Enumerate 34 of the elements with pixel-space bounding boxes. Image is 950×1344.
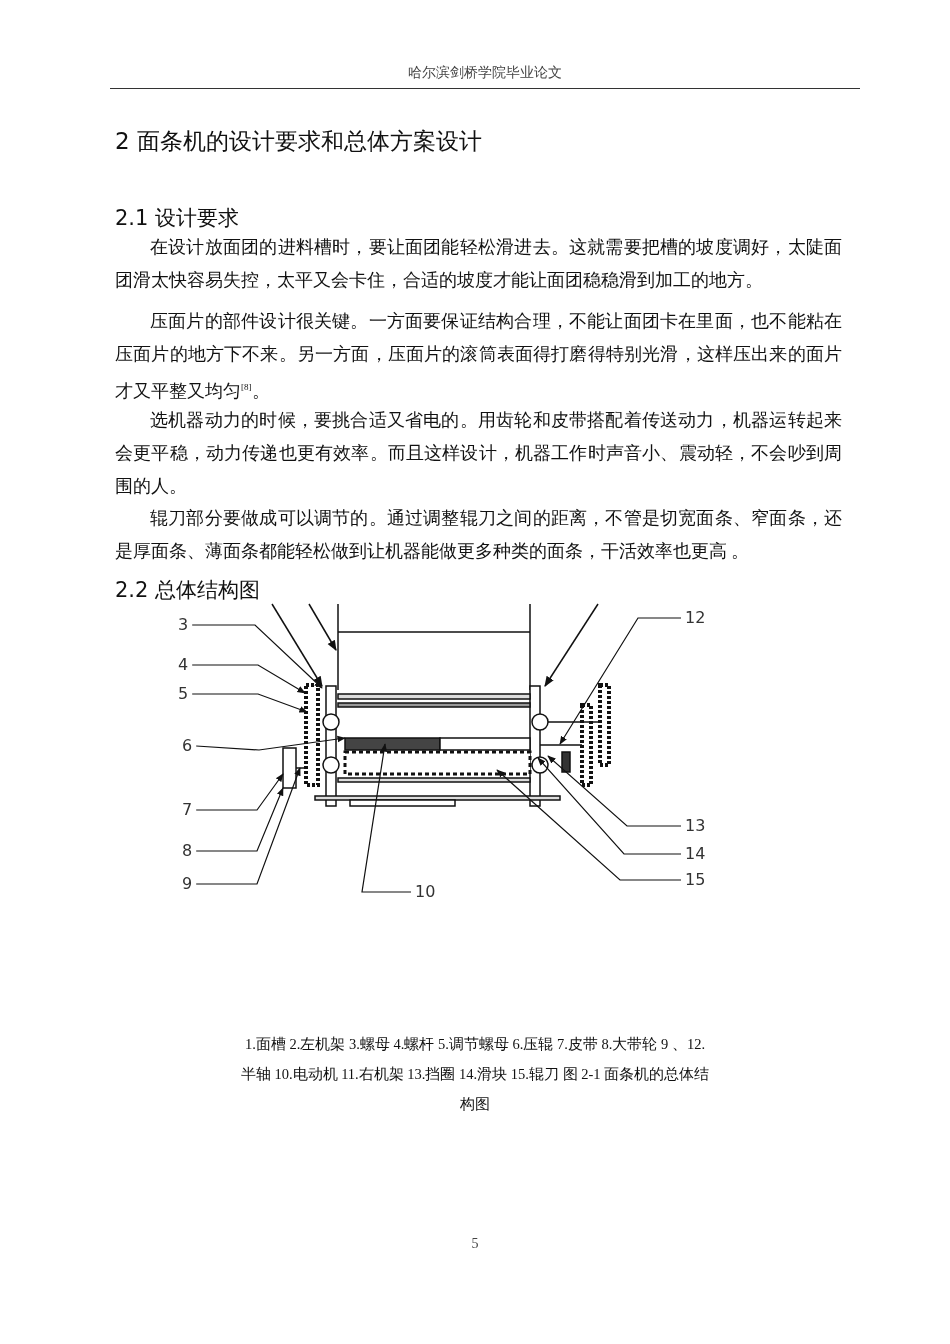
leader-line	[191, 624, 323, 689]
callout-number: 8	[182, 842, 193, 860]
leader-line	[496, 769, 682, 881]
leader-line	[547, 755, 682, 827]
leader-line	[537, 757, 682, 855]
callout-number: 7	[182, 801, 193, 819]
callout-number: 10	[415, 883, 436, 901]
callout-number: 6	[182, 737, 193, 755]
leader-line	[191, 664, 306, 694]
leader-line	[195, 787, 284, 852]
leader-line	[195, 773, 284, 811]
paragraph: 辊刀部分要做成可以调节的。通过调整辊刀之间的距离，不管是切宽面条、窄面条，还是厚面条、薄面条都能轻松做到让机器能做更多种类的面条，干活效率也更高 。	[115, 507, 842, 563]
paragraph: 在设计放面团的进料槽时，要让面团能轻松滑进去。这就需要把槽的坡度调好，太陡面团滑太快容易失控，太平又会卡住，合适的坡度才能让面团稳稳滑到加工的地方。	[115, 236, 842, 292]
section-heading: 2.2 总体结构图	[115, 577, 261, 604]
callout-number: 3	[178, 616, 189, 634]
leader-line	[361, 743, 412, 893]
callout-number: 15	[685, 871, 706, 889]
paragraph: 选机器动力的时候，要挑合适又省电的。用齿轮和皮带搭配着传送动力，机器运转起来会更平稳，动力传递也更有效率。而且这样设计，机器工作时声音小、震动轻，不会吵到周围的人。	[115, 409, 842, 498]
page-number: 5	[470, 1236, 480, 1252]
page-header: 哈尔滨剑桥学院毕业论文	[407, 64, 563, 82]
callout-number: 13	[685, 817, 706, 835]
callout-number: 5	[178, 685, 189, 703]
section-heading: 2.1 设计要求	[115, 205, 240, 232]
leader-line	[559, 617, 682, 745]
callout-number: 9	[182, 875, 193, 893]
figure-caption: 1.面槽 2.左机架 3.螺母 4.螺杆 5.调节螺母 6.压辊 7.皮带 8.大带轮 9 、12.半轴 10.电动机 11.右机架 13.挡圈 14.滑块 15.辊刀 图 2-1 面条机的总体结构图	[240, 1035, 710, 1114]
paragraph: 压面片的部件设计很关键。一方面要保证结构合理，不能让面团卡在里面，也不能粘在压面片的地方下不来。另一方面，压面片的滚筒表面得打磨得特别光滑，这样压出来的面片才又平整又均匀$^{[8]}$。	[115, 310, 842, 403]
callout-number: 12	[685, 609, 706, 627]
chapter-heading: 2 面条机的设计要求和总体方案设计	[115, 127, 483, 156]
leader-line	[195, 735, 346, 751]
leader-line	[195, 767, 301, 885]
leader-line	[191, 693, 308, 713]
callout-number: 4	[178, 656, 189, 674]
callout-number: 14	[685, 845, 706, 863]
